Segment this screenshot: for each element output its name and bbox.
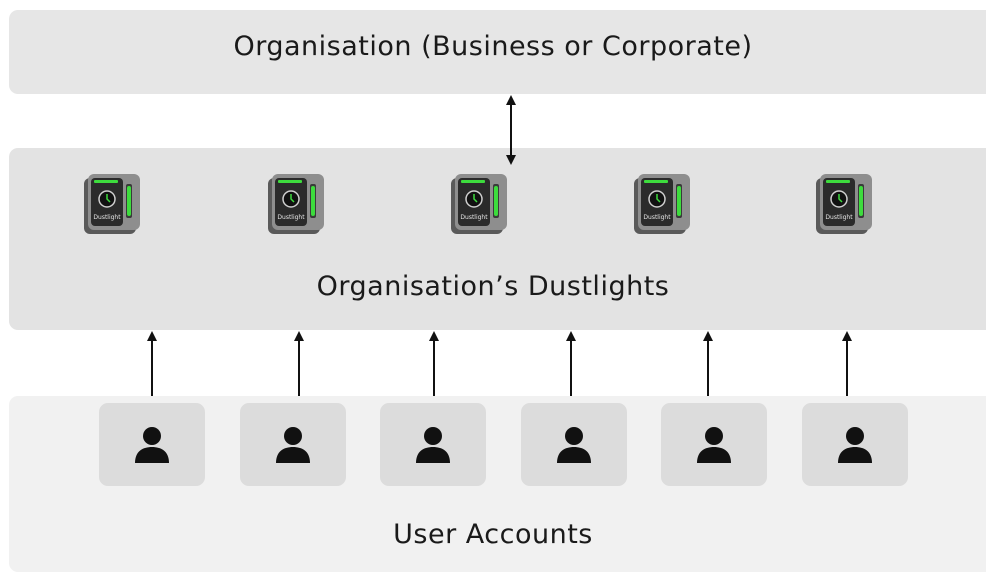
device-text: Dustlight [825, 214, 853, 221]
organisation-band [9, 10, 986, 94]
user-card [240, 403, 346, 486]
user-card [661, 403, 767, 486]
dustlight-device-icon: Dustlight [812, 172, 874, 238]
person-icon [135, 427, 169, 463]
user-card [380, 403, 486, 486]
user-card [521, 403, 627, 486]
person-icon [838, 427, 872, 463]
device-text: Dustlight [277, 214, 305, 221]
user-card [802, 403, 908, 486]
dustlight-device-icon: Dustlight [80, 172, 142, 238]
person-icon [416, 427, 450, 463]
person-icon [557, 427, 591, 463]
user-card [99, 403, 205, 486]
dustlight-device-icon: Dustlight [630, 172, 692, 238]
dustlights-label: Organisation’s Dustlights [316, 271, 670, 302]
users-label: User Accounts [393, 519, 593, 550]
dustlight-device-icon: Dustlight [447, 172, 509, 238]
device-text: Dustlight [643, 214, 671, 221]
organisation-label: Organisation (Business or Corporate) [233, 31, 753, 62]
device-text: Dustlight [460, 214, 488, 221]
person-icon [276, 427, 310, 463]
person-icon [697, 427, 731, 463]
dustlight-device-icon: Dustlight [264, 172, 326, 238]
device-text: Dustlight [93, 214, 121, 221]
